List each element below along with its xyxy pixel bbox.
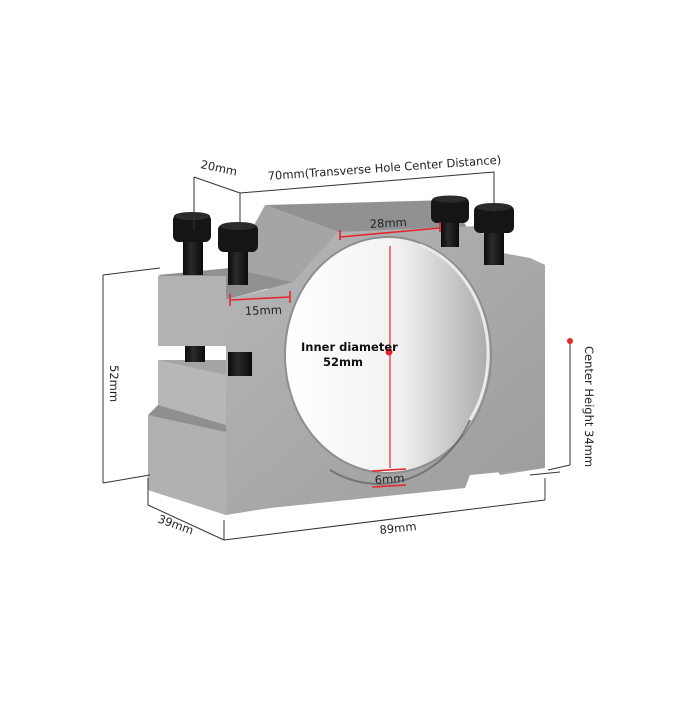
label-center-height: Center Height 34mm xyxy=(582,346,596,467)
screw-shaft xyxy=(183,235,203,275)
red-markers xyxy=(229,222,441,488)
screw-head xyxy=(218,224,258,252)
screw-head xyxy=(474,205,514,233)
center-point xyxy=(385,348,393,356)
screws xyxy=(173,195,514,376)
label-transverse-distance: 70mm(Transverse Hole Center Distance) xyxy=(267,153,501,183)
label-inner-diameter-value: 52mm xyxy=(323,355,363,369)
label-total-width: 89mm xyxy=(379,519,417,537)
screw-head xyxy=(173,214,211,242)
label-base-thickness: 6mm xyxy=(374,471,405,487)
screw-head xyxy=(431,197,469,223)
label-depth-bottom: 39mm xyxy=(156,512,196,538)
dimension-lines xyxy=(102,171,573,541)
screw-shaft xyxy=(228,245,248,285)
label-depth-top: 20mm xyxy=(199,157,238,178)
label-clamp-block-width: 15mm xyxy=(245,303,283,318)
label-top-flat-width: 28mm xyxy=(369,215,407,231)
screw-shaft xyxy=(484,225,504,265)
label-height: 52mm xyxy=(107,365,121,402)
label-inner-diameter: Inner diameter xyxy=(301,340,398,354)
center-height-marker xyxy=(567,338,573,344)
clamp-body xyxy=(148,200,545,515)
